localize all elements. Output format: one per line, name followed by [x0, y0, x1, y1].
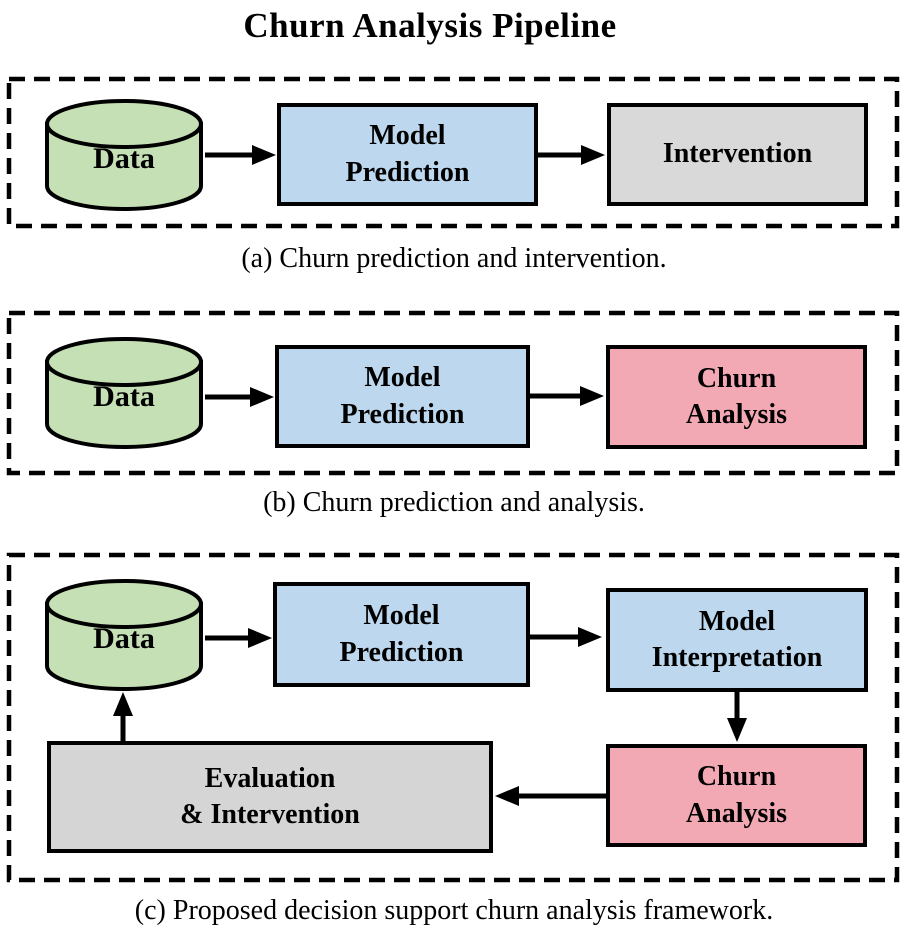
data-node-label-a: Data	[93, 142, 155, 175]
caption-panel-b: (b) Churn prediction and analysis.	[263, 487, 645, 518]
arrow-c-analysis-to-evaluation	[495, 786, 606, 806]
data-cylinder-icon-c	[45, 579, 203, 691]
churn-analysis-node-c: Churn Analysis	[606, 744, 867, 847]
evaluation-intervention-node-c: Evaluation & Intervention	[47, 741, 493, 853]
data-cylinder-icon-b	[45, 337, 203, 449]
arrow-c-interpretation-to-analysis	[727, 692, 747, 742]
caption-panel-a: (a) Churn prediction and intervention.	[241, 243, 667, 274]
panel-a-frame	[6, 76, 900, 229]
arrow-c-prediction-to-interpretation	[530, 627, 602, 647]
data-cylinder-icon-a	[45, 99, 203, 211]
caption-panel-c: (c) Proposed decision support churn anal…	[134, 895, 774, 926]
arrow-a-prediction-to-intervention	[538, 145, 605, 165]
panel-b-frame	[6, 310, 900, 476]
churn-analysis-node-b: Churn Analysis	[606, 345, 867, 449]
arrow-b-prediction-to-analysis	[530, 386, 604, 406]
diagram-title: Churn Analysis Pipeline	[243, 6, 617, 45]
model-prediction-node-a: Model Prediction	[277, 103, 538, 206]
arrow-c-data-to-prediction	[205, 628, 272, 648]
data-node-label-c: Data	[93, 622, 155, 655]
model-prediction-node-b: Model Prediction	[275, 345, 530, 448]
arrow-c-evaluation-to-data	[113, 692, 133, 741]
panel-c-frame	[6, 552, 900, 883]
model-prediction-node-c: Model Prediction	[273, 582, 530, 687]
model-interpretation-node-c: Model Interpretation	[606, 588, 868, 692]
arrow-b-data-to-prediction	[205, 387, 274, 407]
data-node-label-b: Data	[93, 380, 155, 413]
intervention-node-a: Intervention	[607, 103, 868, 206]
arrow-a-data-to-prediction	[205, 145, 276, 165]
